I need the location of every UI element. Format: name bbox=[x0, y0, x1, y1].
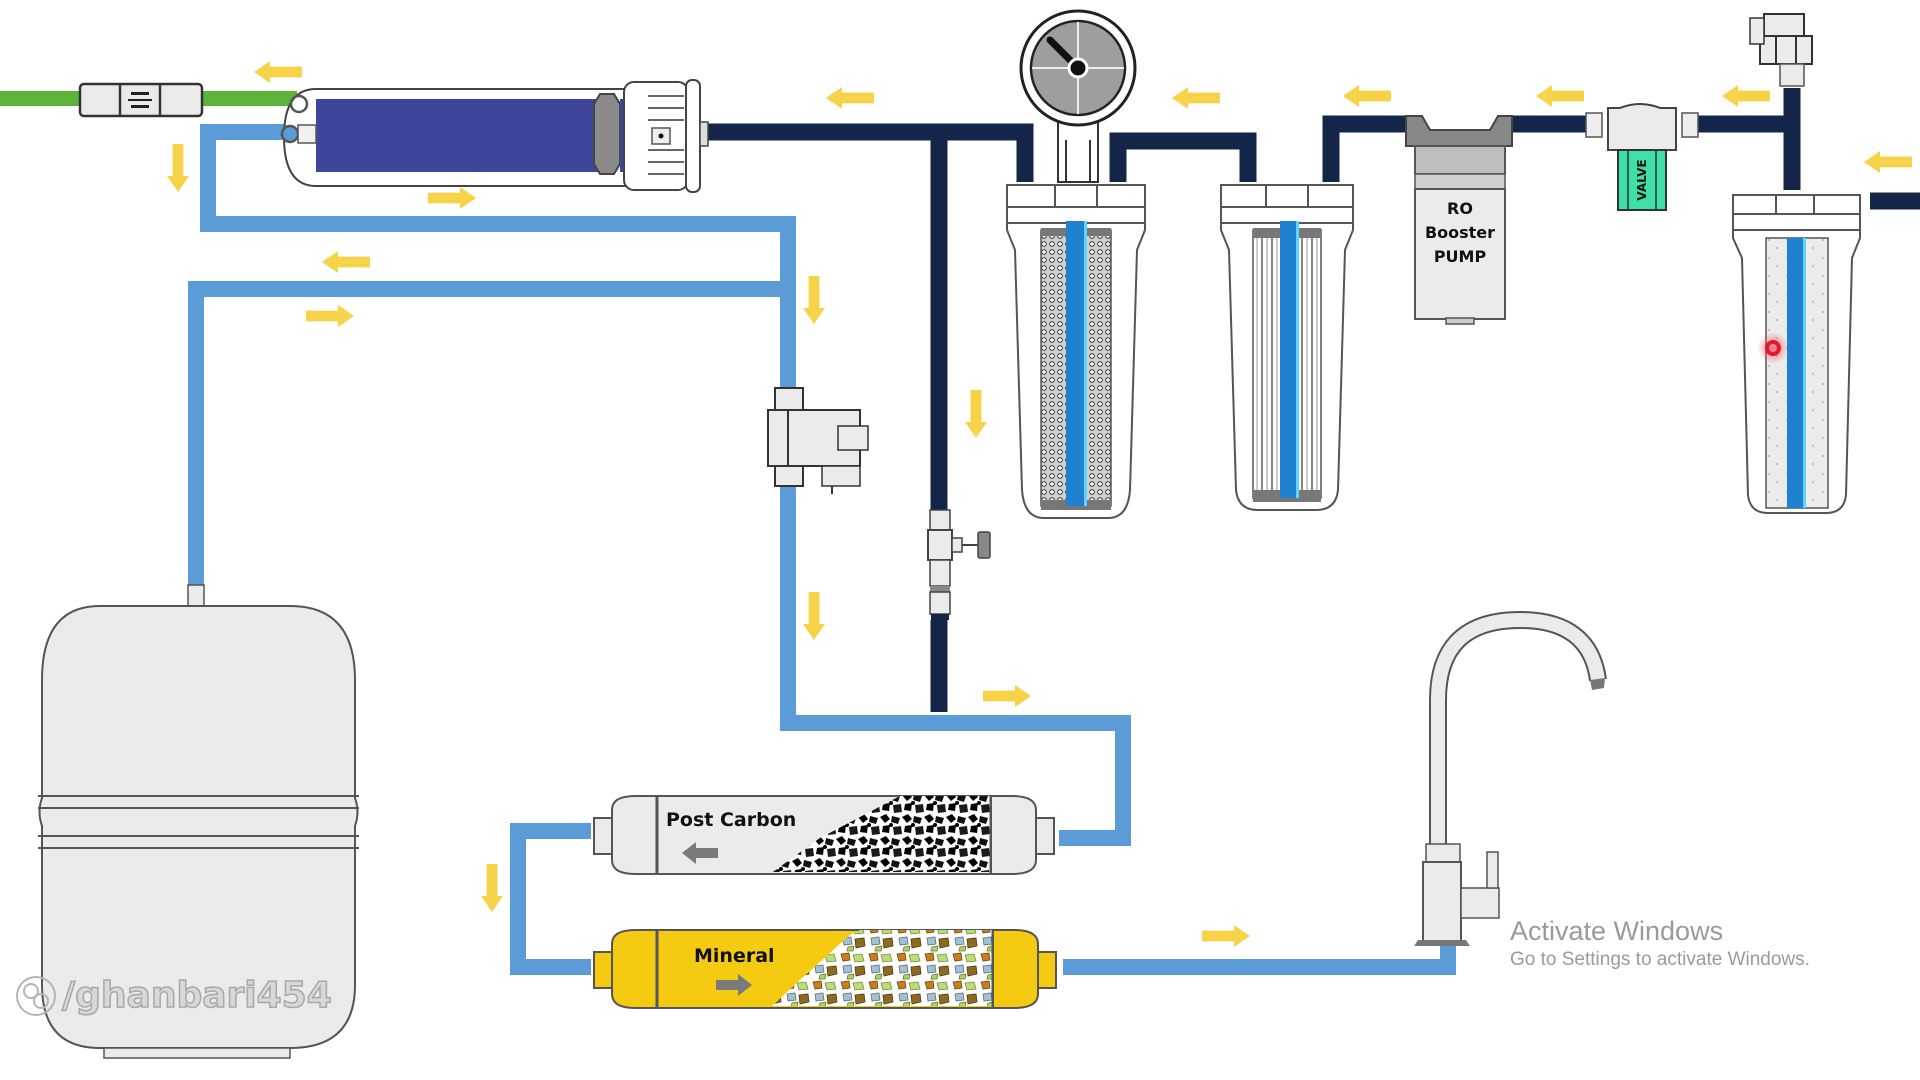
flow-arrow-left-icon bbox=[254, 61, 302, 83]
feed-solenoid-valve bbox=[1749, 13, 1813, 87]
flow-arrow-left-icon bbox=[1536, 85, 1584, 107]
tank-ball-valve bbox=[927, 509, 991, 620]
flow-arrow-right-icon bbox=[1202, 925, 1250, 947]
valve-label: VALVE bbox=[1635, 159, 1649, 200]
storage-tank bbox=[38, 584, 359, 1059]
ro-booster-pump: RO Booster PUMP bbox=[1405, 115, 1513, 325]
flow-arrow-left-icon bbox=[826, 87, 874, 109]
flow-arrow-down-icon bbox=[965, 390, 987, 438]
post-carbon-arrow-icon bbox=[682, 842, 718, 864]
post-carbon-filter: Post Carbon bbox=[593, 795, 1055, 875]
activate-windows-notice: Activate Windows Go to Settings to activ… bbox=[1510, 915, 1810, 973]
filter-housing-sediment bbox=[1732, 194, 1861, 514]
flow-arrow-down-icon bbox=[167, 144, 189, 192]
flow-arrow-left-icon bbox=[1343, 85, 1391, 107]
post-carbon-label: Post Carbon bbox=[666, 809, 796, 831]
flow-arrow-left-icon bbox=[1172, 87, 1220, 109]
mineral-arrow-icon bbox=[716, 974, 752, 996]
flow-arrow-down-icon bbox=[803, 276, 825, 324]
filter-housing-carbon-block bbox=[1006, 184, 1146, 519]
watermark-logo-icon bbox=[16, 975, 56, 1016]
pump-label-line2: Booster bbox=[1425, 223, 1495, 242]
flow-arrows bbox=[167, 61, 1912, 947]
flow-arrow-right-icon bbox=[428, 187, 476, 209]
faucet bbox=[1414, 610, 1607, 946]
pressure-gauge bbox=[1019, 9, 1137, 183]
inlet-valve: VALVE bbox=[1585, 103, 1699, 211]
flow-arrow-down-icon bbox=[803, 592, 825, 640]
flow-arrow-right-icon bbox=[983, 685, 1031, 707]
activate-windows-title: Activate Windows bbox=[1510, 916, 1724, 946]
ro-membrane-housing bbox=[280, 79, 709, 193]
filter-housing-pleated bbox=[1220, 184, 1354, 511]
flow-arrow-down-icon bbox=[481, 864, 503, 912]
flow-arrow-left-icon bbox=[1864, 151, 1912, 173]
pump-label-line1: RO bbox=[1447, 199, 1473, 218]
activate-windows-subtitle: Go to Settings to activate Windows. bbox=[1510, 949, 1810, 970]
pump-label-line3: PUMP bbox=[1434, 247, 1487, 266]
flow-arrow-right-icon bbox=[306, 305, 354, 327]
mineral-label: Mineral bbox=[694, 945, 775, 967]
mineral-filter: Mineral bbox=[593, 929, 1057, 1009]
cursor-marker bbox=[1757, 332, 1789, 364]
drain-line bbox=[0, 91, 297, 106]
watermark: /ghanbari454 bbox=[16, 974, 333, 1017]
feed-water-lines bbox=[704, 88, 1920, 712]
auto-shutoff-valve bbox=[767, 387, 869, 494]
flow-arrow-left-icon bbox=[322, 251, 370, 273]
flow-arrow-left-icon bbox=[1722, 85, 1770, 107]
product-water-lines bbox=[188, 124, 1456, 975]
watermark-text: /ghanbari454 bbox=[61, 974, 332, 1017]
flow-restrictor bbox=[78, 82, 204, 118]
